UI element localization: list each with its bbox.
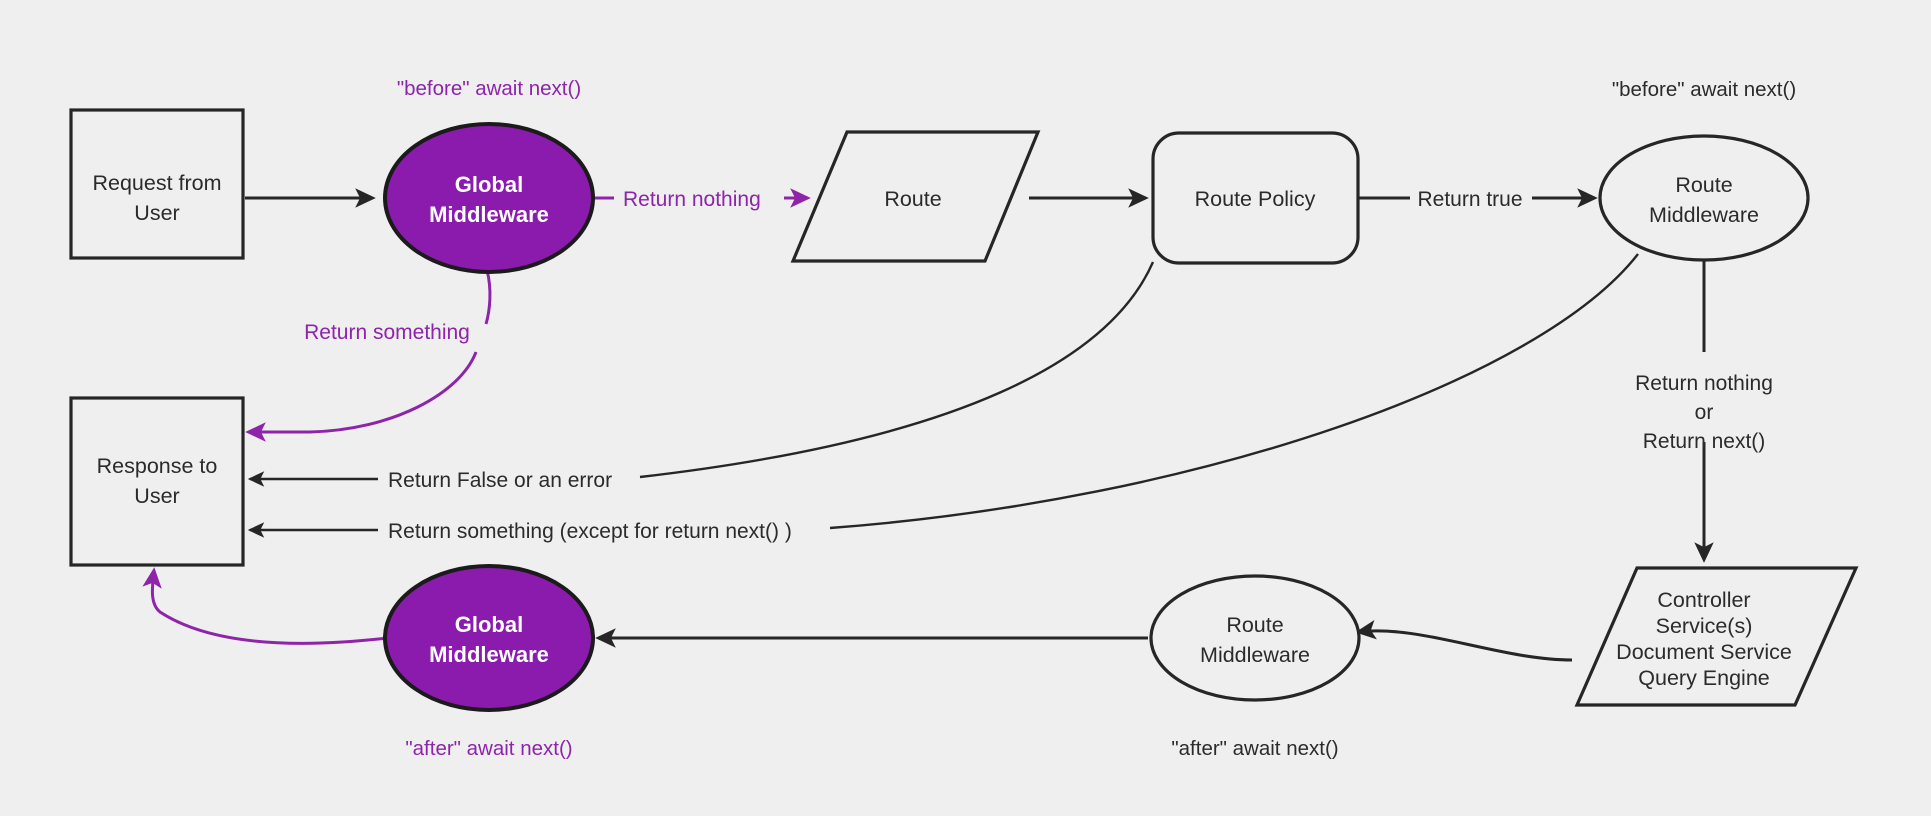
global-middleware-bottom-shape: [383, 564, 595, 712]
route-middleware-bottom-label-line2: Middleware: [1200, 643, 1310, 667]
route-policy-shape: [1151, 131, 1360, 265]
response-label-line1: Response to: [97, 454, 218, 478]
annotation-before-await-next-route: "before" await next(): [1612, 78, 1796, 101]
node-route-policy[interactable]: Route Policy: [1151, 131, 1360, 265]
node-global-middleware-top[interactable]: Global Middleware: [383, 122, 595, 274]
node-response-to-user[interactable]: Response to User: [69, 396, 245, 567]
annotation-before-await-next-global: "before" await next(): [397, 77, 581, 100]
controller-label-line2: Service(s): [1656, 614, 1753, 638]
request-label-line2: User: [134, 201, 179, 225]
edge-label-return-false-or-error: Return False or an error: [388, 469, 612, 492]
edge-route-policy-to-response: [639, 261, 1155, 479]
edge-label-return-nothing-line3: Return next(): [1643, 430, 1766, 453]
response-box-shape: [69, 396, 245, 567]
edge-global-middleware-return-something-to-response: [245, 351, 478, 442]
route-middleware-top-label-line1: Route: [1675, 173, 1732, 197]
controller-label-line4: Query Engine: [1638, 666, 1769, 690]
response-label-line2: User: [134, 484, 179, 508]
global-middleware-bottom-label-line2: Middleware: [429, 642, 549, 667]
edge-label-return-nothing-line2: or: [1695, 401, 1714, 424]
route-middleware-bottom-shape: [1149, 574, 1361, 702]
node-route[interactable]: Route: [790, 130, 1041, 263]
controller-label-line3: Document Service: [1616, 640, 1792, 664]
route-middleware-top-label-line2: Middleware: [1649, 203, 1759, 227]
edge-label-return-true: Return true: [1417, 188, 1522, 211]
route-shape: [790, 130, 1041, 263]
controller-label-line1: Controller: [1657, 588, 1750, 612]
annotation-after-await-next-global: "after" await next(): [405, 737, 572, 760]
node-global-middleware-bottom[interactable]: Global Middleware: [383, 564, 595, 712]
edge-label-return-something-except: Return something (except for return next…: [388, 520, 792, 543]
edge-global-middleware-return-something-upper: [484, 269, 492, 325]
node-request-from-user[interactable]: Request from User: [69, 108, 245, 260]
edge-global-middleware-bottom-to-response: [142, 567, 389, 645]
edge-label-return-nothing: Return nothing: [623, 188, 761, 211]
edge-label-return-nothing-line1: Return nothing: [1635, 372, 1773, 395]
edge-label-return-something: Return something: [304, 321, 470, 344]
route-policy-label: Route Policy: [1195, 187, 1316, 211]
edge-controller-to-route-middleware-bottom: [1355, 620, 1573, 662]
annotation-after-await-next-route: "after" await next(): [1171, 737, 1338, 760]
node-controller-services[interactable]: Controller Service(s) Document Service Q…: [1574, 566, 1859, 707]
route-middleware-top-shape: [1598, 134, 1810, 262]
request-box-shape: [69, 108, 245, 260]
global-middleware-top-label-line2: Middleware: [429, 202, 549, 227]
global-middleware-top-shape: [383, 122, 595, 274]
global-middleware-top-label-line1: Global: [455, 172, 523, 197]
controller-shape: [1574, 566, 1859, 707]
route-middleware-bottom-label-line1: Route: [1226, 613, 1283, 637]
request-label-line1: Request from: [92, 171, 221, 195]
global-middleware-bottom-label-line1: Global: [455, 612, 523, 637]
edge-route-middleware-to-response: [829, 253, 1639, 530]
node-route-middleware-top[interactable]: Route Middleware: [1598, 134, 1810, 262]
node-route-middleware-bottom[interactable]: Route Middleware: [1149, 574, 1361, 702]
route-label: Route: [884, 187, 941, 211]
